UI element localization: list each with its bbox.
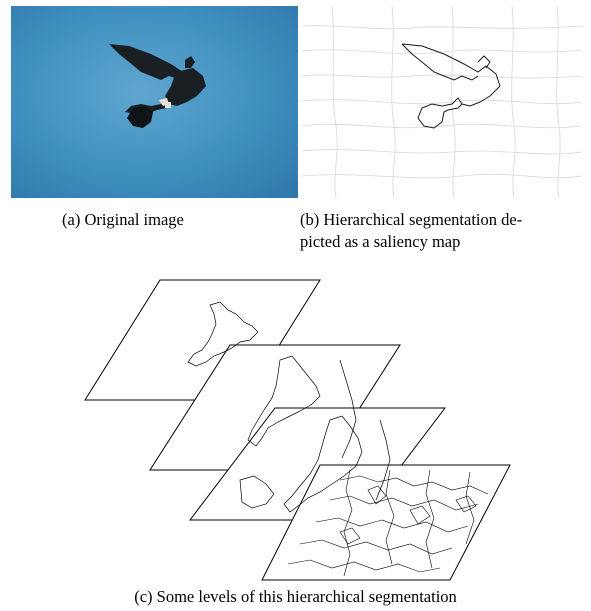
caption-b-line2: picted as a saliency map xyxy=(300,231,590,253)
saliency-map xyxy=(302,6,582,198)
caption-b: (b) Hierarchical segmentation de- picted… xyxy=(300,209,590,253)
saliency-map-image xyxy=(302,6,582,198)
caption-b-line1: (b) Hierarchical segmentation de- xyxy=(300,209,590,231)
caption-c: (c) Some levels of this hierarchical seg… xyxy=(0,586,591,608)
original-image xyxy=(11,6,298,198)
caption-a: (a) Original image xyxy=(62,209,184,231)
eagle-silhouette xyxy=(11,6,298,198)
hierarchy-levels-diagram xyxy=(0,270,591,590)
